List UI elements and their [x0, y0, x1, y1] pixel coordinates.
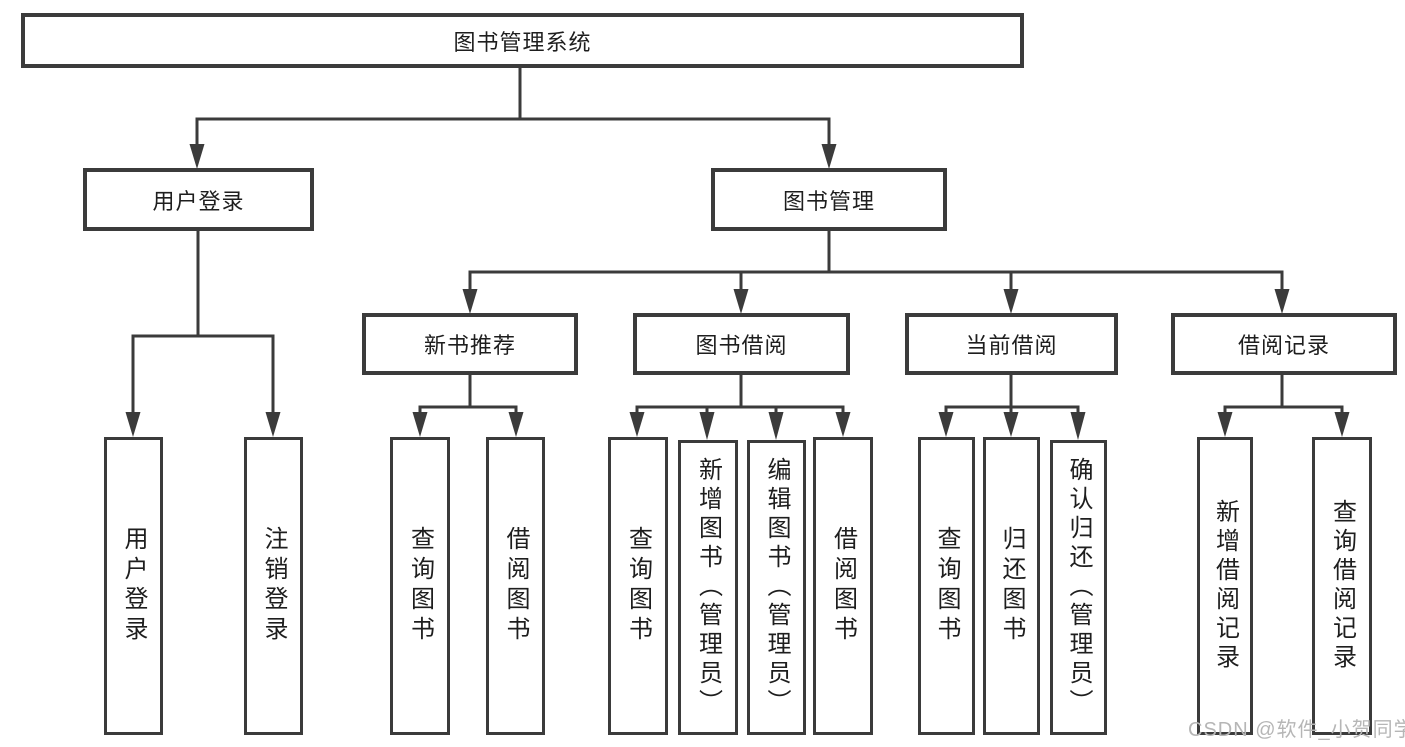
leaf-query-books-borrowing: 查询图书 — [608, 437, 668, 735]
leaf-confirm-return-admin: 确认归还（管理员） — [1050, 440, 1107, 735]
leaf-add-books-admin: 新增图书（管理员） — [678, 440, 738, 735]
connector-book-borrow-split — [629, 370, 851, 440]
connector-root-split — [189, 64, 837, 169]
leaf-borrow-books-recommend: 借阅图书 — [486, 437, 545, 735]
connector-user-login-split — [125, 227, 281, 437]
leaf-borrow-books-borrowing: 借阅图书 — [813, 437, 873, 735]
leaf-query-books-current: 查询图书 — [918, 437, 975, 735]
node-user-login: 用户登录 — [83, 168, 314, 231]
leaf-add-borrow-record: 新增借阅记录 — [1197, 437, 1253, 735]
leaf-query-books-recommend: 查询图书 — [390, 437, 450, 735]
connector-borrow-records-split — [1217, 370, 1350, 437]
connector-book-mgmt-split — [462, 227, 1290, 314]
leaf-return-books: 归还图书 — [983, 437, 1040, 735]
node-book-borrowing: 图书借阅 — [633, 313, 850, 375]
node-current-borrowing: 当前借阅 — [905, 313, 1118, 375]
node-book-management: 图书管理 — [711, 168, 947, 231]
node-library-management-system: 图书管理系统 — [21, 13, 1024, 68]
connector-new-book-split — [412, 370, 524, 437]
leaf-edit-books-admin: 编辑图书（管理员） — [747, 440, 806, 735]
csdn-watermark: CSDN @软件_小贺同学 — [1188, 719, 1405, 741]
node-borrowing-records: 借阅记录 — [1171, 313, 1397, 375]
leaf-logout-login: 注销登录 — [244, 437, 303, 735]
connector-current-borrow-split — [938, 370, 1086, 440]
leaf-query-borrow-record: 查询借阅记录 — [1312, 437, 1372, 735]
node-new-book-recommendation: 新书推荐 — [362, 313, 578, 375]
leaf-user-login: 用户登录 — [104, 437, 163, 735]
